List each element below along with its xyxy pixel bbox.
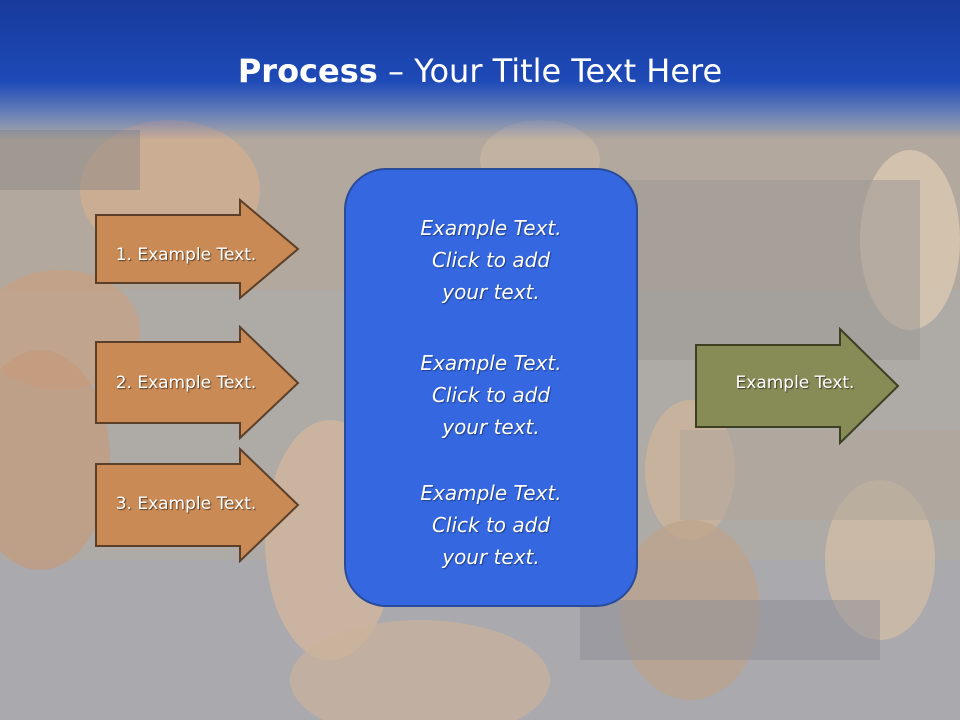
center-text-block-1[interactable]: Example Text. Click to add your text.: [344, 212, 638, 308]
arrow-shape-1: [95, 198, 300, 300]
arrow-shape-2: [95, 325, 300, 440]
block-line: your text.: [442, 415, 540, 439]
center-text-box[interactable]: [344, 168, 638, 607]
arrow-label-2: 2. Example Text.: [115, 373, 257, 393]
block-line: Click to add: [431, 383, 551, 407]
block-line: Example Text.: [420, 216, 562, 240]
right-arrow-shape: [695, 327, 900, 445]
slide-title: Process – Your Title Text Here: [0, 52, 960, 90]
block-line: your text.: [442, 280, 540, 304]
block-line: Click to add: [431, 513, 551, 537]
arrow-label-1: 1. Example Text.: [115, 245, 257, 265]
title-bold: Process: [237, 52, 378, 90]
right-arrow-label: Example Text.: [735, 373, 855, 393]
arrow-label-3: 3. Example Text.: [115, 494, 257, 514]
center-text-block-2[interactable]: Example Text. Click to add your text.: [344, 347, 638, 443]
block-line: Example Text.: [420, 481, 562, 505]
center-text-block-3[interactable]: Example Text. Click to add your text.: [344, 477, 638, 573]
block-line: Example Text.: [420, 351, 562, 375]
block-line: your text.: [442, 545, 540, 569]
block-line: Click to add: [431, 248, 551, 272]
arrow-shape-3: [95, 447, 300, 563]
title-rest: – Your Title Text Here: [377, 52, 723, 90]
title-band: [0, 0, 960, 140]
